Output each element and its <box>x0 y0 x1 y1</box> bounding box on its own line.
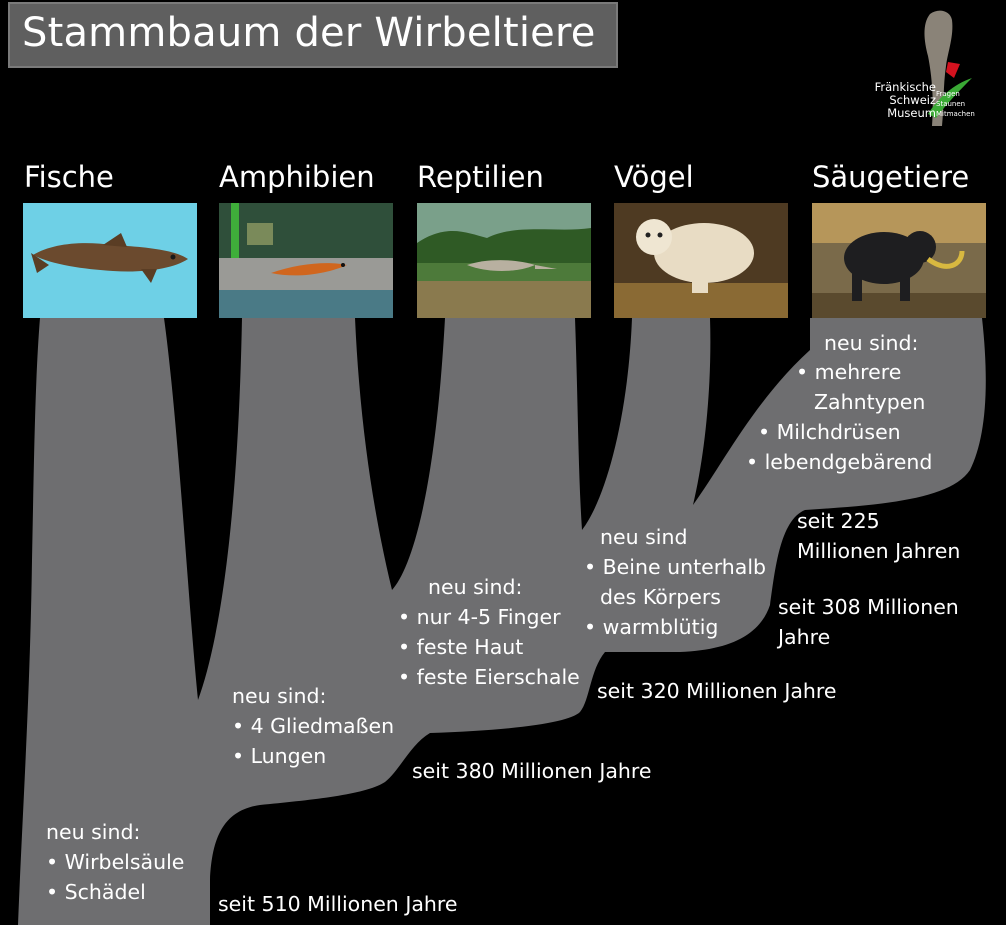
since-saeugetiere: seit 225 Millionen Jahren <box>797 509 961 563</box>
reptile-picture <box>417 203 591 318</box>
traits-saeugetiere: neu sind: <box>824 331 919 355</box>
mammal-picture <box>812 203 986 318</box>
museum-logo: Fränkische Schweiz Museum Fragen Staunen… <box>850 6 980 131</box>
group-label-voegel: Vögel <box>614 160 694 194</box>
traits-saeugetiere-items-a: mehrere Zahntypen <box>796 357 925 417</box>
logo-figure-icon <box>924 10 972 126</box>
page-title: Stammbaum der Wirbeltiere <box>22 10 596 56</box>
group-label-saeugetiere: Säugetiere <box>812 160 970 194</box>
group-label-amphibien: Amphibien <box>219 160 375 194</box>
mammoth-icon <box>812 203 986 318</box>
traits-saeugetiere-items-b: Milchdrüsen <box>758 417 901 447</box>
traits-voegel: neu sind <box>600 525 688 549</box>
fish-picture <box>23 203 197 318</box>
traits-voegel-items: Beine unterhalb des Körpers warmblütig <box>584 552 766 642</box>
reptile-icon <box>417 203 591 318</box>
title-box: Stammbaum der Wirbeltiere <box>8 2 618 68</box>
since-voegel: seit 308 Millionen Jahre <box>778 595 959 649</box>
logo-text: Fränkische Schweiz Museum <box>874 80 936 120</box>
traits-amphibien: neu sind: 4 Gliedmaßen Lungen <box>232 681 394 771</box>
since-fische: seit 510 Millionen Jahre <box>218 892 458 916</box>
traits-reptilien-items: nur 4-5 Finger feste Haut feste Eierscha… <box>398 602 580 692</box>
since-amphibien: seit 380 Millionen Jahre <box>412 759 652 783</box>
fish-icon <box>23 203 197 318</box>
group-label-reptilien: Reptilien <box>417 160 544 194</box>
since-reptilien: seit 320 Millionen Jahre <box>597 679 837 703</box>
salamander-icon <box>219 203 393 318</box>
traits-fische: neu sind: Wirbelsäule Schädel <box>46 817 184 907</box>
bird-picture <box>614 203 788 318</box>
logo-tagline: Fragen Staunen Mitmachen <box>936 90 975 118</box>
traits-reptilien: neu sind: <box>428 575 523 599</box>
group-label-fische: Fische <box>24 160 114 194</box>
owl-icon <box>614 203 788 318</box>
traits-saeugetiere-items-c: lebendgebärend <box>746 447 933 477</box>
amphibian-picture <box>219 203 393 318</box>
